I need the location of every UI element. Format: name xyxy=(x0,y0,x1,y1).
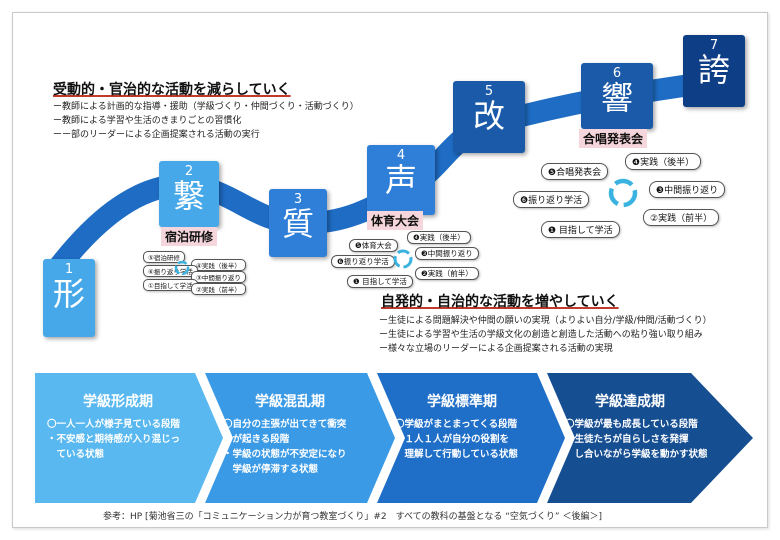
mid-line-3: ー様々な立場のリーダーによる企画提案される活動の実現 xyxy=(379,344,613,354)
step-3-kanji: 質 xyxy=(281,205,314,243)
phase-4-desc: 〇学級が最も成長している段階 ・生徒たちが自らしさを発揮 し合いながら学級を動か… xyxy=(565,417,708,462)
phase-1-line-3: ている状態 xyxy=(47,449,105,460)
phase-3-line-3: 理解して行動している状態 xyxy=(395,449,518,460)
phase-1-title: 学級形成期 xyxy=(83,394,153,410)
mid-heading: 自発的・自治的な活動を増やしていく xyxy=(381,294,619,310)
phase-2-line-3: ・学級の状態が不安定になり xyxy=(223,449,347,460)
step-2-kanji: 繋 xyxy=(172,177,205,215)
event-label-6: 合唱発表会 xyxy=(579,129,648,148)
cycle-medium-item-6: ❷実践（前半） xyxy=(415,267,479,280)
step-1-number: 1 xyxy=(64,262,74,277)
step-1: 1 形 xyxy=(43,259,95,337)
phase-2-line-4: 学級が停滞する状態 xyxy=(223,464,319,475)
phase-arrow-3 xyxy=(377,373,565,503)
phase-3-title: 学級標準期 xyxy=(427,394,497,410)
phase-3-line-2: ・１人１人が自分の役割を xyxy=(395,434,510,445)
cycle-small-item-4: ③中間振り返り xyxy=(191,271,246,283)
step-2: 2 繋 xyxy=(159,161,219,227)
phase-2-title: 学級混乱期 xyxy=(255,394,325,410)
step-5-number: 5 xyxy=(484,84,494,99)
cycle-small-arrows-icon xyxy=(174,260,190,276)
event-label-2: 宿泊研修 xyxy=(161,227,218,246)
top-line-2: ー教師による学習や生活のきまりごとの習慣化 xyxy=(53,116,242,126)
top-line-3: ーー部のリーダーによる企画提案される活動の実行 xyxy=(53,130,260,140)
footer-reference: 参考：HP [菊池省三の「コミュニケーション力が育つ教室づくり」#2 すべての教… xyxy=(103,512,602,522)
mid-line-1: ー生徒による問題解決や仲間の願いの実現（よりよい自分/学級/仲間/活動づくり） xyxy=(379,316,712,326)
step-6: 6 響 xyxy=(581,63,653,129)
phase-4-title: 学級達成期 xyxy=(595,394,665,410)
step-5-kanji: 改 xyxy=(472,97,505,135)
phase-arrow-2 xyxy=(205,373,395,503)
event-label-4: 体育大会 xyxy=(367,211,424,230)
cycle-large-item-2: ❹実践（後半） xyxy=(625,153,702,170)
step-4: 4 声 xyxy=(367,145,435,215)
cycle-large-item-1: ❺合唱発表会 xyxy=(541,163,609,180)
top-line-1: ー教師による計画的な指導・援助（学級づくり・仲間づくり・活動づくり） xyxy=(53,102,359,112)
step-1-kanji: 形 xyxy=(52,275,85,313)
step-2-number: 2 xyxy=(184,164,194,179)
step-4-number: 4 xyxy=(396,148,406,163)
cycle-small-item-1: ⑤宿泊研修 xyxy=(143,251,185,263)
phase-1-desc: 〇一人一人が様子見ている段階 ・不安感と期待感が入り混じっ ている状態 xyxy=(47,417,180,462)
phase-4-line-2: ・生徒たちが自らしさを発揮 xyxy=(565,434,689,445)
cycle-large-arrows-icon xyxy=(608,178,638,208)
phase-2-desc: 〇自分の主張が出てきて衝突 が起きる段階 ・学級の状態が不安定になり 学級が停滞… xyxy=(223,417,347,477)
step-4-kanji: 声 xyxy=(384,161,417,199)
step-7-number: 7 xyxy=(709,38,719,53)
diagram-frame: 受動的・官治的な活動を減らしていく ー教師による計画的な指導・援助（学級づくり・… xyxy=(12,12,768,528)
phase-2-line-2: が起きる段階 xyxy=(223,434,290,445)
cycle-large-item-6: ②実践（前半） xyxy=(643,209,720,226)
cycle-large-item-3: ❻振り返り学活 xyxy=(513,191,590,208)
phase-arrows xyxy=(35,373,753,503)
cycle-small-item-6: ②実践（前半） xyxy=(191,283,246,295)
cycle-large-item-4: ❸中間振り返り xyxy=(649,181,726,198)
cycle-medium-item-4: ❸中間振り返り xyxy=(415,247,479,260)
phase-1-line-2: ・不安感と期待感が入り混じっ xyxy=(47,434,181,445)
phase-1-line-1: 〇一人一人が様子見ている段階 xyxy=(47,419,181,430)
phase-arrow-1 xyxy=(35,373,223,503)
cycle-medium-item-2: ❹実践（後半） xyxy=(407,231,471,244)
phase-4-line-1: 〇学級が最も成長している段階 xyxy=(565,419,698,430)
phase-2-line-1: 〇自分の主張が出てきて衝突 xyxy=(223,419,347,430)
step-3: 3 質 xyxy=(269,189,327,257)
step-6-number: 6 xyxy=(612,66,622,81)
phase-arrow-4 xyxy=(547,373,753,503)
step-7-kanji: 誇 xyxy=(697,51,730,89)
cycle-medium-item-5: ❶ 目指して学活 xyxy=(347,275,413,288)
cycle-medium-arrows-icon xyxy=(393,249,413,269)
cycle-large-item-5: ❶ 目指して学活 xyxy=(541,221,620,238)
top-heading: 受動的・官治的な活動を減らしていく xyxy=(53,82,291,98)
step-7: 7 誇 xyxy=(683,35,745,107)
step-6-kanji: 響 xyxy=(600,79,633,117)
step-3-number: 3 xyxy=(293,192,303,207)
cycle-medium-item-1: ❺体育大会 xyxy=(349,239,398,252)
step-5: 5 改 xyxy=(453,81,525,153)
phase-4-line-3: し合いながら学級を動かす状態 xyxy=(565,449,708,460)
mid-line-2: ー生徒による学習や生活の学級文化の創造と創造した活動への粘り強い取り組み xyxy=(379,330,703,340)
phase-3-desc: 〇学級がまとまってくる段階 ・１人１人が自分の役割を 理解して行動している状態 xyxy=(395,417,518,462)
phase-3-line-1: 〇学級がまとまってくる段階 xyxy=(395,419,518,430)
